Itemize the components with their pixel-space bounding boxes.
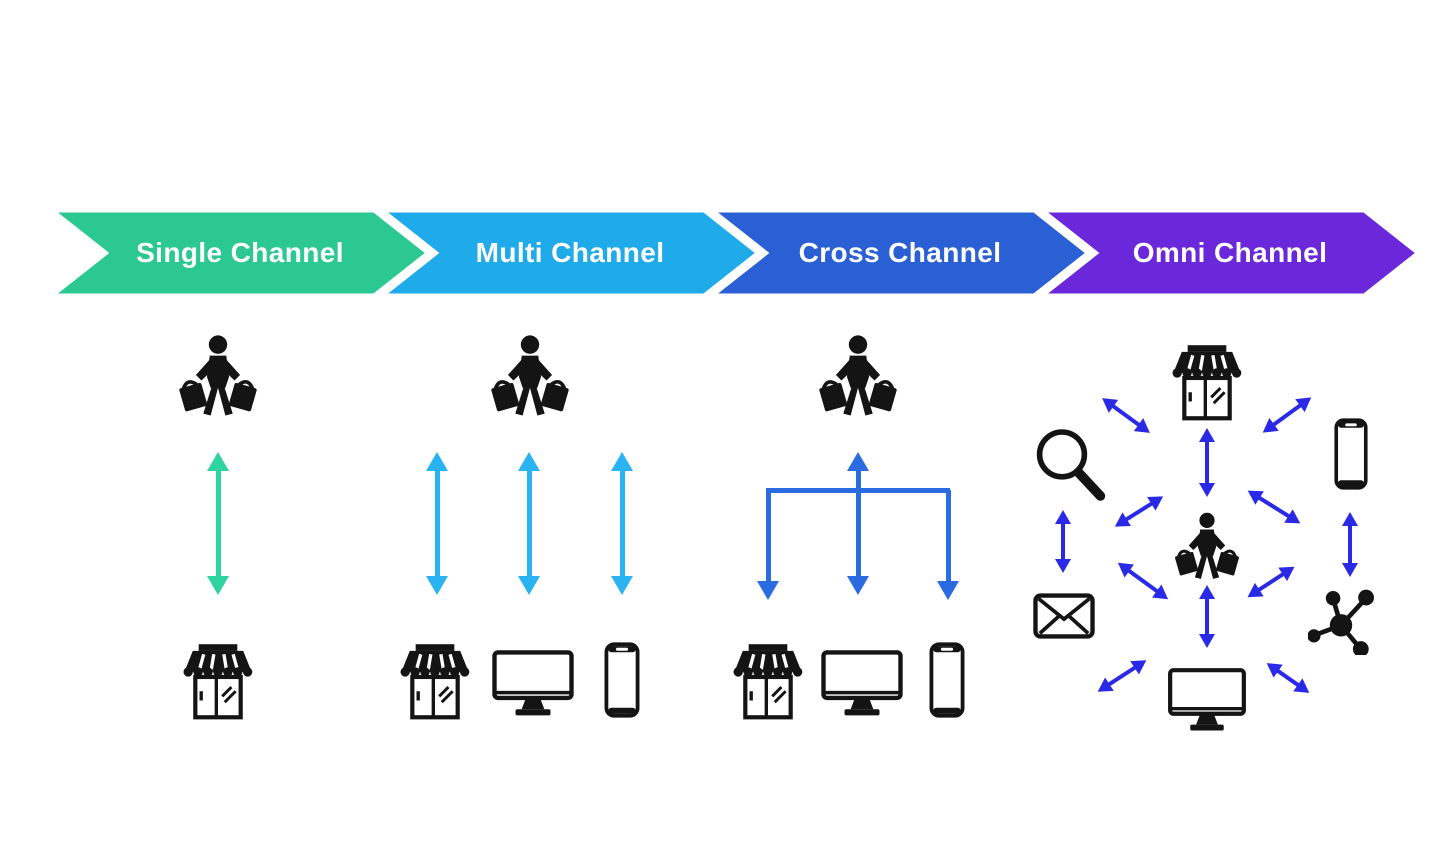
desktop-icon <box>1165 666 1249 733</box>
double-arrow-icon <box>1110 489 1168 534</box>
double-arrow-icon <box>1243 483 1305 531</box>
double-arrow-icon <box>1112 555 1174 607</box>
mail-icon <box>1033 593 1095 639</box>
phone-icon <box>1332 418 1370 490</box>
double-arrow-icon <box>1242 559 1300 605</box>
shopper-icon <box>1169 506 1245 594</box>
double-arrow-icon <box>1341 512 1359 577</box>
double-arrow-icon <box>610 452 634 595</box>
double-arrow-icon <box>206 452 230 595</box>
banner-label-single: Single Channel <box>136 237 344 268</box>
double-arrow-icon <box>425 452 449 595</box>
store-icon <box>1165 341 1249 425</box>
search-icon <box>1030 424 1110 504</box>
double-arrow-icon <box>846 452 870 595</box>
double-arrow-icon <box>517 452 541 595</box>
banner-label-omni: Omni Channel <box>1132 237 1328 268</box>
double-arrow-icon <box>1198 585 1216 648</box>
double-arrow-icon <box>1054 510 1072 573</box>
down-arrow-icon <box>756 490 780 600</box>
banner-label-cross: Cross Channel <box>798 237 1002 268</box>
double-arrow-icon <box>1257 390 1316 440</box>
network-icon <box>1308 589 1374 655</box>
double-arrow-icon <box>1198 428 1216 497</box>
banner-label-multi: Multi Channel <box>475 237 665 268</box>
double-arrow-icon <box>1261 656 1315 701</box>
channel-ribbon <box>45 208 1422 298</box>
down-arrow-icon <box>936 490 960 600</box>
banner-arrow-single <box>45 208 440 298</box>
double-arrow-icon <box>1093 653 1151 700</box>
